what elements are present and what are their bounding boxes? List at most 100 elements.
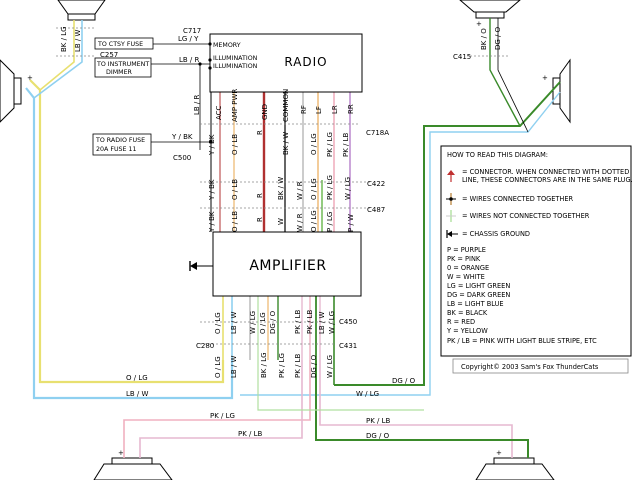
mid-wire-r: R <box>256 193 264 198</box>
mid-wire-wlg: W / LG <box>344 177 352 200</box>
horiz-pklg: PK / LG <box>210 412 235 420</box>
radio-to-amp-wires <box>210 92 351 232</box>
svg-text:+: + <box>542 74 548 82</box>
legend-color-darkgreen: DG = DARK GREEN <box>447 291 510 299</box>
radio-side-pin-illumination-1: ILLUMINATION <box>213 55 258 62</box>
wire-pklg-bottom-left <box>123 360 311 458</box>
chassis-ground-icon <box>446 230 458 238</box>
radio-wire-bkw: BK / W <box>282 132 290 155</box>
low-wire-olg: O / LG <box>310 210 318 232</box>
tl-speaker-wire-1: BK / LG <box>60 26 68 52</box>
wire-dgo-bottom-right <box>315 360 529 458</box>
radio-pin-common: COMMON <box>282 89 290 122</box>
mid-wire-labels: Y / BK O / LB R BK / W W / R O / LG PK /… <box>208 175 352 201</box>
mid-wire-ybk: Y / BK <box>208 179 216 201</box>
mid-wire-pklg: PK / LG <box>326 175 334 200</box>
amp-top-dgo: DG / O <box>269 310 277 334</box>
svg-text:TO CTSY FUSE: TO CTSY FUSE <box>97 41 143 48</box>
wires-connected-icon <box>446 193 456 205</box>
tr-speaker-wire-2: DG / O <box>494 26 502 50</box>
horiz-wlg: W / LG <box>356 390 379 398</box>
radio-wire-pklg: PK / LG <box>326 132 334 157</box>
low-wire-labels: Y / BK O / LB R W W / R O / LG P / LG P … <box>208 210 355 233</box>
horiz-lbw: LB / W <box>126 390 149 398</box>
legend-color-black: BK = BLACK <box>447 309 488 317</box>
tl-speaker-wire-2: LB / W <box>74 29 82 52</box>
low-wire-ybk: Y / BK <box>208 211 216 233</box>
svg-text:+: + <box>118 449 124 457</box>
mid-wire-wr: W / R <box>296 181 304 200</box>
ctsy-fuse-box: TO CTSY FUSE <box>94 37 154 50</box>
svg-text:LINE, THESE CONNECTORS ARE IN: LINE, THESE CONNECTORS ARE IN THE SAME P… <box>462 176 633 184</box>
wires-not-connected-icon <box>446 210 456 222</box>
radio-side-pin-illumination-2: ILLUMINATION <box>213 63 258 70</box>
low-wire-olb: O / LB <box>231 211 239 232</box>
legend-color-purple: P = PURPLE <box>447 246 486 254</box>
amp-top-wlg2: W / LG <box>328 311 336 334</box>
legend-color-red: R = RED <box>447 318 475 326</box>
amp-low-dgo: DG / O <box>310 354 318 378</box>
connector-labels: C717 LG / Y C257 LB / R LB / R Y / BK C5… <box>100 27 471 350</box>
amp-low-bklg: BK / LG <box>260 352 268 378</box>
radio-box <box>209 33 363 93</box>
svg-text:= WIRES CONNECTED TOGETHER: = WIRES CONNECTED TOGETHER <box>462 195 574 203</box>
wire-tr-speaker-2 <box>497 18 529 133</box>
svg-text:DIMMER: DIMMER <box>106 69 133 76</box>
amplifier-title: AMPLIFIER <box>249 258 326 274</box>
wire-darkgreen-right <box>334 81 561 386</box>
speaker-left: + <box>0 59 33 123</box>
speaker-wire-labels: BK / LG LB / W BK / O DG / O <box>60 26 502 52</box>
tr-speaker-wire-1: BK / O <box>480 28 488 50</box>
radio-pin-lf: LF <box>315 106 323 114</box>
amp-top-olg2: O / LG <box>259 312 267 334</box>
svg-text:+: + <box>496 449 502 457</box>
wire-lightblue-right <box>240 91 561 396</box>
low-wire-wr: W / R <box>296 213 304 232</box>
horiz-dgo-bottom: DG / O <box>366 432 390 440</box>
radio-fuse-box: TO RADIO FUSE 20A FUSE 11 <box>92 133 152 156</box>
connector-c450: C450 <box>339 318 357 326</box>
horiz-dgo: DG / O <box>392 377 416 385</box>
amp-low-wlg: W / LG <box>326 355 334 378</box>
svg-text:TO RADIO FUSE: TO RADIO FUSE <box>95 137 145 144</box>
radio-pin-rf: RF <box>300 105 308 114</box>
connector-symbol-icon <box>447 170 455 182</box>
horizontal-wire-labels: O / LG LB / W DG / O W / LG PK / LG PK /… <box>126 374 416 440</box>
chassis-ground-symbol <box>189 261 213 271</box>
amp-top-lbw: LB / W <box>230 311 238 334</box>
radio-pin-lr: LR <box>331 105 339 114</box>
y-bk-label: Y / BK <box>171 133 193 141</box>
amp-bottom-wires <box>222 296 335 385</box>
svg-text:TO INSTRUMENT: TO INSTRUMENT <box>96 61 149 68</box>
low-wire-r: R <box>256 217 264 222</box>
mid-wire-olg: O / LG <box>310 178 318 200</box>
radio-bottom-pins: ACC AMP PWR GND COMMON RF LF LR RR <box>215 89 355 122</box>
connector-c280: C280 <box>196 342 214 350</box>
connector-c257: C257 <box>100 51 118 59</box>
horiz-pklb-left: PK / LB <box>238 430 263 438</box>
speaker-top-left <box>57 0 106 21</box>
svg-text:= CHASSIS GROUND: = CHASSIS GROUND <box>462 230 530 238</box>
horiz-olg: O / LG <box>126 374 148 382</box>
horiz-pklb-right: PK / LB <box>366 417 391 425</box>
connector-c500: C500 <box>173 154 191 162</box>
mid-wire-bkw: BK / W <box>277 177 285 200</box>
legend-color-orange: 0 = ORANGE <box>447 264 489 272</box>
amp-bottom-labels-top: O / LG LB / W W / LG O / LG DG / O PK / … <box>214 309 336 334</box>
amp-bottom-labels-low: O / LG LB / W BK / LG PK / LG PK / LB DG… <box>214 352 334 378</box>
legend-color-striped: PK / LB = PINK WITH LIGHT BLUE STRIPE, E… <box>447 337 597 345</box>
connector-c487: C487 <box>367 206 385 214</box>
low-wire-plg: P / LG <box>326 212 334 232</box>
connector-c422: C422 <box>367 180 385 188</box>
instrument-dimmer-box: TO INSTRUMENT DIMMER <box>94 57 152 78</box>
radio-wire-olb: O / LB <box>231 134 239 155</box>
svg-text:= WIRES NOT CONNECTED TOGETHER: = WIRES NOT CONNECTED TOGETHER <box>462 212 590 220</box>
amp-low-pklg: PK / LG <box>278 353 286 378</box>
connector-c717: C717 <box>183 27 201 35</box>
speaker-bottom-right: + <box>475 449 555 480</box>
wire-pklb-bottom-left <box>139 360 303 458</box>
radio-pin-gnd: GND <box>261 104 269 120</box>
connector-c257-wire: LB / R <box>179 56 200 64</box>
legend-color-white: W = WHITE <box>447 273 485 281</box>
svg-text:= CONNECTOR. WHEN CONNECTED WI: = CONNECTOR. WHEN CONNECTED WITH DOTTED <box>462 168 629 176</box>
